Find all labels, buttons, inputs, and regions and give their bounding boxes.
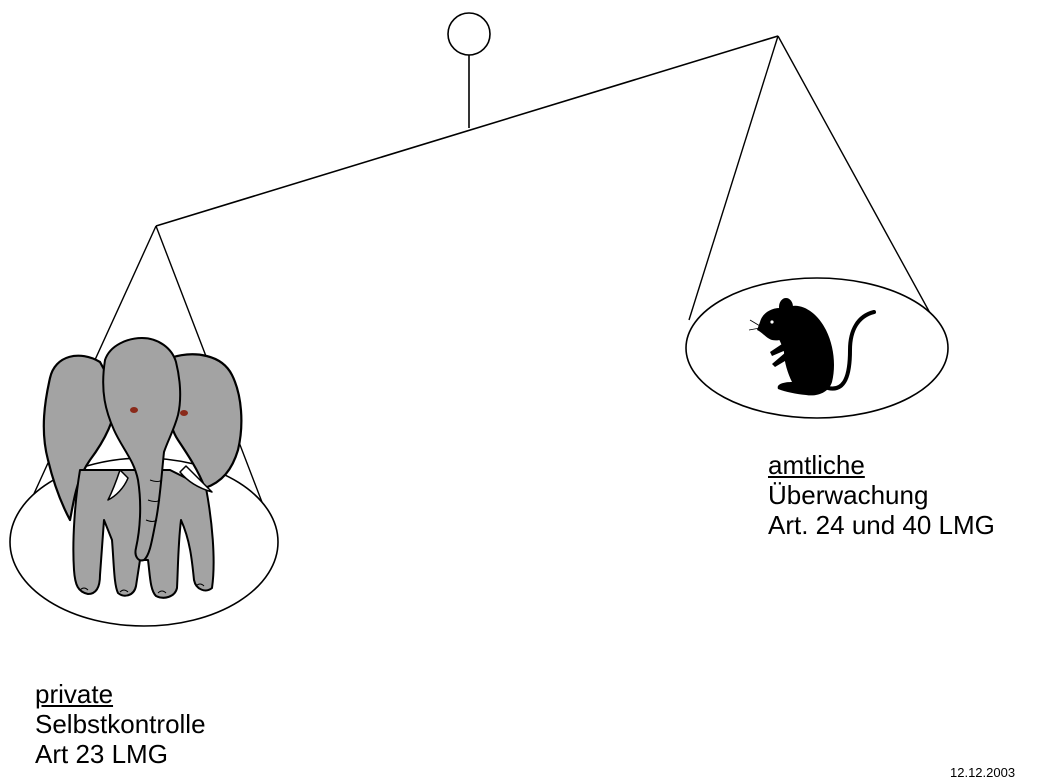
balance-beam (156, 36, 778, 226)
hanger-ring (448, 13, 490, 55)
date-stamp: 12.12.2003 (950, 765, 1015, 780)
label-left-line3: Art 23 LMG (35, 739, 206, 769)
label-amtliche-ueberwachung: amtliche Überwachung Art. 24 und 40 LMG (768, 450, 995, 540)
elephant-icon (44, 338, 242, 598)
label-left-line1: private (35, 679, 113, 709)
label-left-line2: Selbstkontrolle (35, 709, 206, 739)
right-pan-string-left (689, 36, 778, 320)
label-right-line1: amtliche (768, 450, 865, 480)
label-right-line3: Art. 24 und 40 LMG (768, 510, 995, 540)
label-right-line2: Überwachung (768, 480, 995, 510)
label-private-selbstkontrolle: private Selbstkontrolle Art 23 LMG (35, 679, 206, 769)
